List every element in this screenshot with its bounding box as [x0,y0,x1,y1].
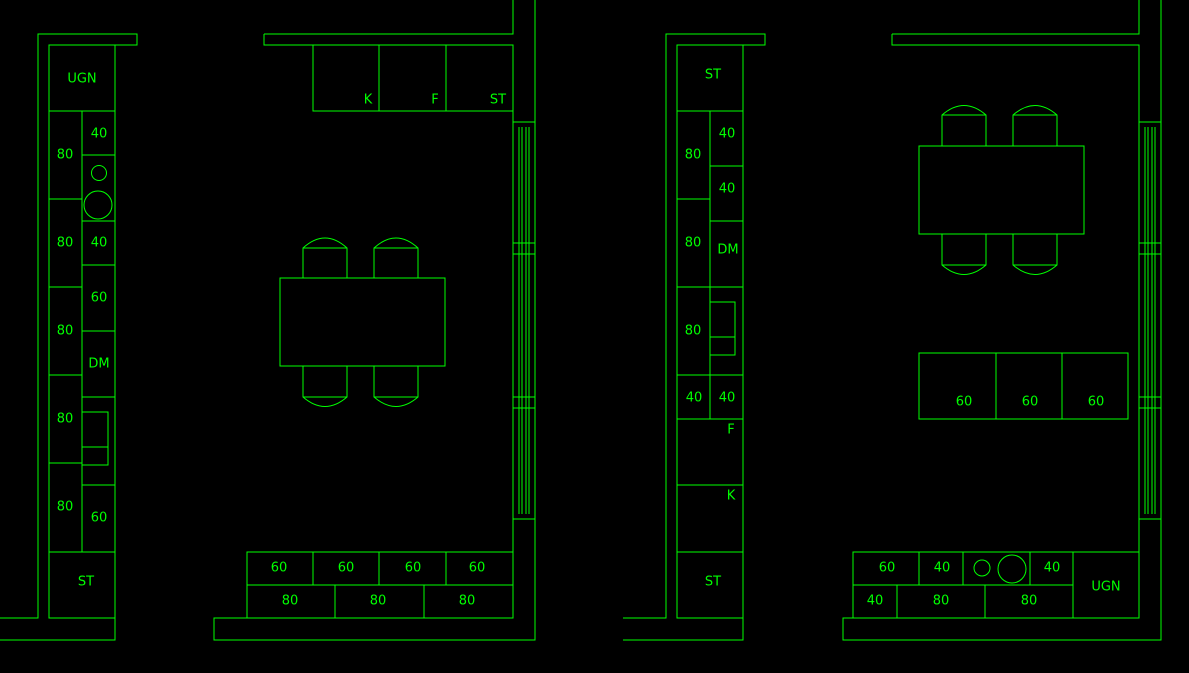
cabinet-label: 40 [91,127,108,142]
cabinet-label: 80 [933,594,950,609]
chair [1012,105,1058,146]
plan-2: ST 80 40 40 80 DM 80 40 40 F K ST 60 60 … [623,0,1162,641]
cabinet-label: 40 [934,561,951,576]
cabinet-label: 80 [57,324,74,339]
cabinet-label: F [431,93,438,108]
plan-2-labels: ST 80 40 40 80 DM 80 40 40 F K ST 60 60 … [685,68,1121,609]
chair [1012,234,1058,275]
left-cabinets [48,44,116,619]
chair [941,105,987,146]
cabinet-label: 60 [1022,395,1039,410]
cabinet-label: 80 [685,148,702,163]
hob-large-burner [997,554,1027,584]
cabinet-label: 60 [405,561,422,576]
sink [710,301,736,356]
plan-1-labels: UGN 80 40 80 40 60 80 DM 80 80 60 ST K F… [57,72,506,609]
cabinet-label: DM [88,357,109,372]
wall-bottom-left [623,618,744,641]
cabinet-label: 80 [685,236,702,251]
cabinet-label: 40 [91,236,108,251]
cabinet-label: 80 [57,412,74,427]
cabinet-label: 60 [338,561,355,576]
cabinet-label: 40 [686,391,703,406]
cabinet-label: 80 [57,236,74,251]
cabinet-label: 60 [956,395,973,410]
cabinet-label: 40 [867,594,884,609]
cabinet-label: 40 [1044,561,1061,576]
wall-top [891,0,1140,122]
wall-right [842,0,1162,641]
cabinet-label: 60 [271,561,288,576]
cabinet-label: 80 [685,324,702,339]
cabinet-label: UGN [1091,580,1120,595]
wall-bottom-left [0,618,116,641]
cabinet-label: 80 [370,594,387,609]
cabinet-label: 60 [91,291,108,306]
cabinet-label: 40 [719,127,736,142]
cabinet-label: 60 [879,561,896,576]
hob-small-burner [91,165,107,181]
bottom-cabinets [852,551,1140,619]
cabinet-label: 40 [719,182,736,197]
cabinet-label: DM [717,243,738,258]
cabinet-label: 80 [282,594,299,609]
chair [373,366,419,407]
sink [82,411,109,466]
chair [302,237,348,278]
cabinet-label: 80 [459,594,476,609]
cabinet-label: 80 [1021,594,1038,609]
chair [373,237,419,278]
cabinet-label: ST [705,575,721,590]
cabinet-label: 60 [1088,395,1105,410]
cabinet-label: ST [490,93,506,108]
cabinet-label: ST [705,68,721,83]
cabinet-label: 80 [57,148,74,163]
chair [302,366,348,407]
top-cabinets [312,44,514,112]
island-cabinets [918,352,1129,420]
wall-top [263,0,514,122]
cabinet-label: K [364,93,373,108]
left-cabinets [676,44,744,619]
cabinet-label: F [727,423,734,438]
cabinet-label: UGN [67,72,96,87]
cabinet-label: 60 [91,511,108,526]
window [512,121,536,520]
wall-right [213,0,536,641]
cabinet-label: K [727,489,736,504]
cabinet-label: 60 [469,561,486,576]
plan-1: UGN 80 40 80 40 60 80 DM 80 80 60 ST K F… [0,0,536,641]
chair [941,234,987,275]
bottom-cabinets [246,551,514,619]
hob-small-burner [973,559,991,577]
window [1138,121,1162,520]
cabinet-label: 40 [719,391,736,406]
cabinet-label: 80 [57,500,74,515]
cabinet-label: ST [78,575,94,590]
dining-table [279,237,446,407]
hob-large-burner [83,190,113,220]
dining-table [918,105,1085,275]
